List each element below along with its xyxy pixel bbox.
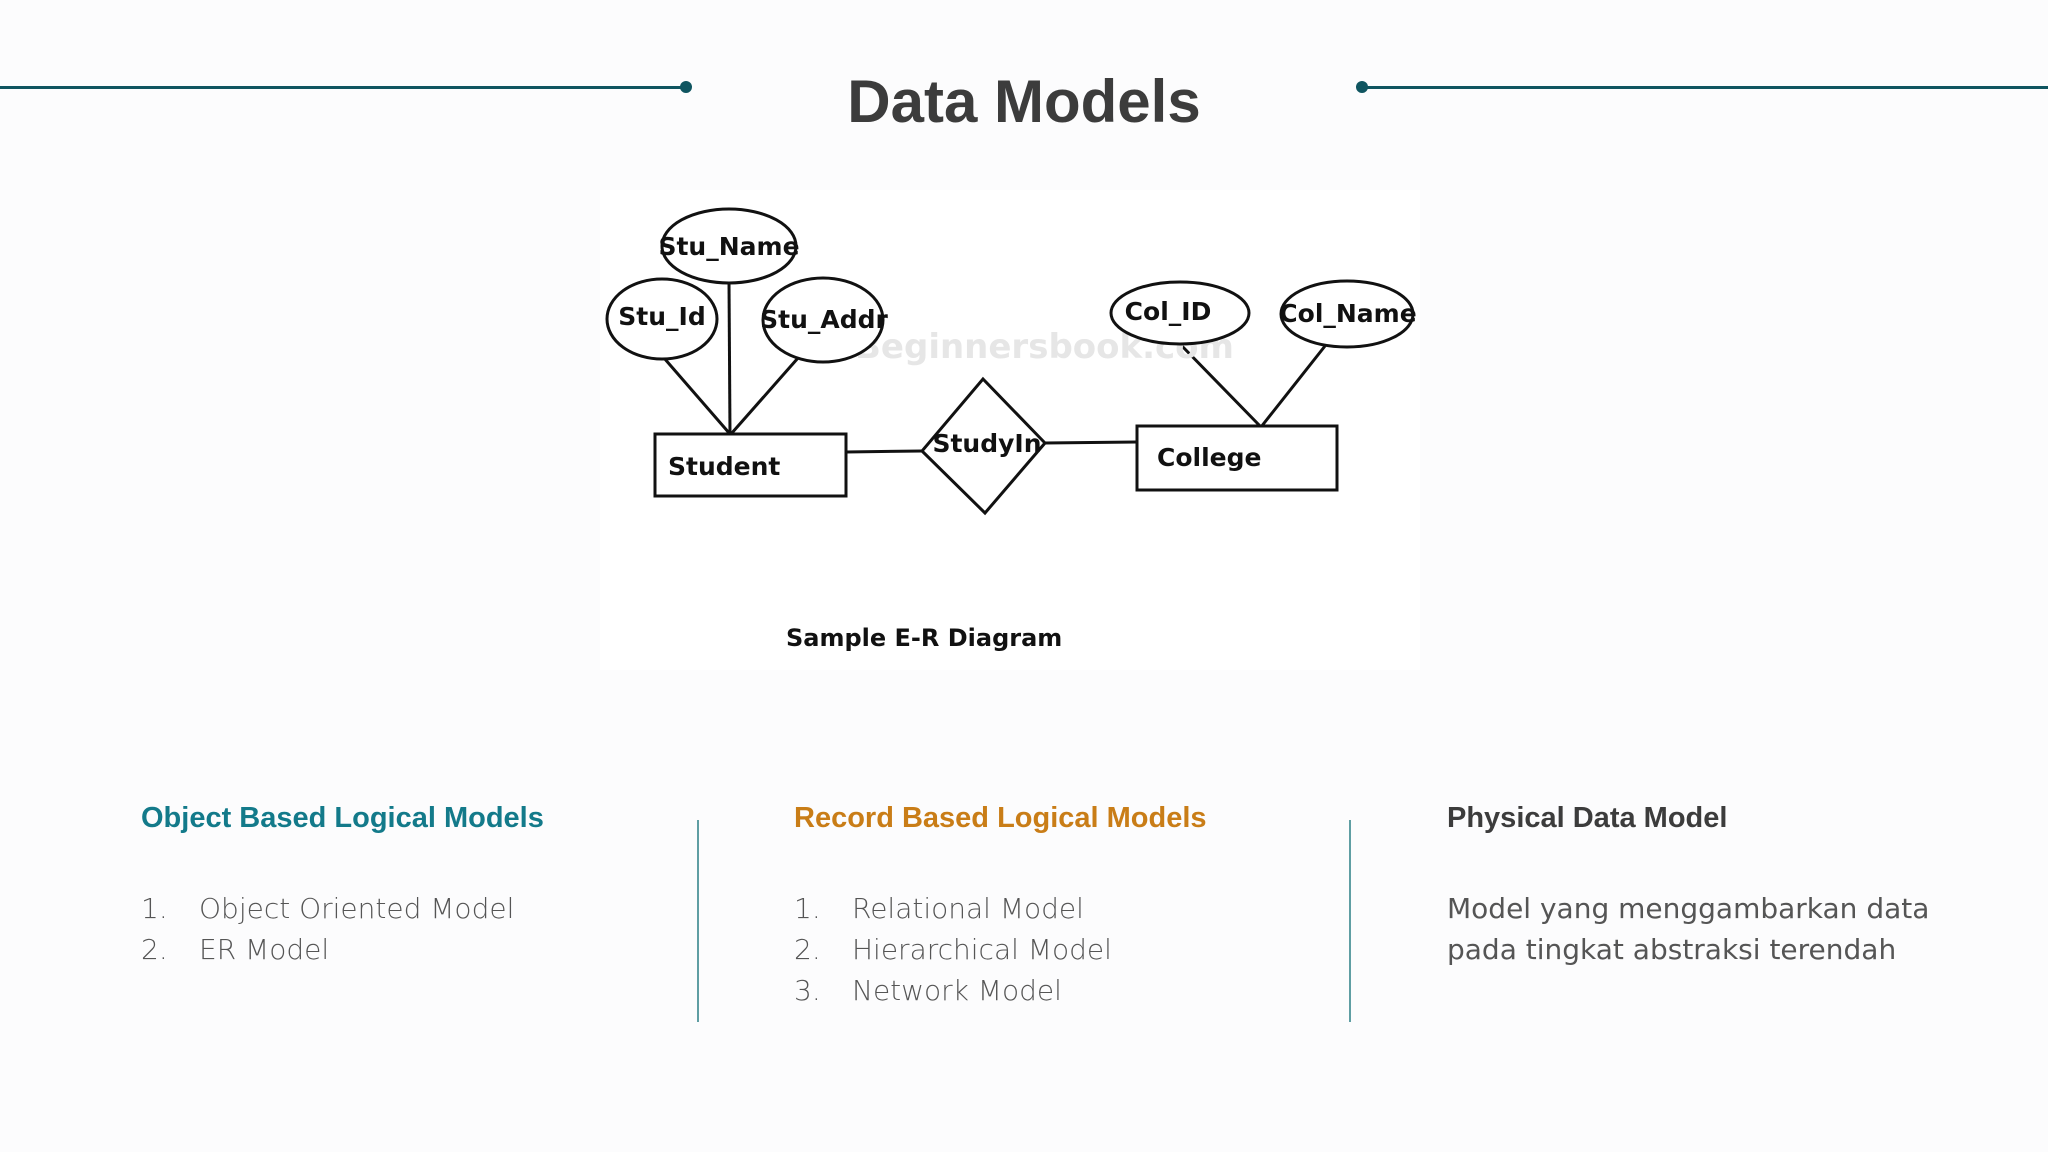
column-heading-object-based: Object Based Logical Models <box>141 802 544 834</box>
relationship-diamond <box>919 376 1048 516</box>
er-diagram: Beginnersbook.com Stu_Name Stu_Id Stu_Ad… <box>605 207 1417 652</box>
column-divider-2 <box>1349 820 1351 1022</box>
slide-title: Data Models <box>847 68 1201 136</box>
attribute-stu-addr: Stu_Addr <box>760 305 888 334</box>
column-heading-physical: Physical Data Model <box>1447 802 1728 834</box>
connector-stu-id <box>662 357 732 435</box>
column-physical: Physical Data Model Model yang menggamba… <box>1447 796 1967 966</box>
header-line-right <box>1362 86 2048 89</box>
column-description-physical: Model yang menggambarkan data pada tingk… <box>1447 892 1930 966</box>
list-item: 2. Hierarchical Model <box>794 929 1112 970</box>
connector-stu-addr <box>729 357 800 435</box>
connector-col-name <box>1259 345 1327 428</box>
connector-col-id <box>1178 342 1263 429</box>
connector-studyin-college <box>1044 440 1138 445</box>
list-number: 1. <box>141 892 168 925</box>
entity-student: Student <box>668 452 780 481</box>
list-text: Relational Model <box>852 892 1084 925</box>
entity-college: College <box>1157 443 1261 472</box>
connector-stu-name <box>727 281 732 435</box>
list-item: 3. Network Model <box>794 970 1112 1011</box>
attribute-ellipse-stu-addr <box>761 276 885 364</box>
header-dot-left <box>680 81 692 93</box>
header-dot-right <box>1356 81 1368 93</box>
list-text: ER Model <box>199 933 330 966</box>
list-number: 3. <box>794 974 821 1007</box>
list-number: 2. <box>794 933 821 966</box>
column-object-based: Object Based Logical Models 1. Object Ori… <box>141 796 661 966</box>
column-list-record-based: 1.Relational Model 2.Hierarchical Model … <box>794 888 1112 1011</box>
connector-student-studyin <box>845 449 923 454</box>
list-item: 1. Object Oriented Model <box>141 888 514 929</box>
attribute-col-name: Col_Name <box>1279 299 1416 328</box>
list-item: 2. ER Model <box>141 929 514 970</box>
column-heading-record-based: Record Based Logical Models <box>794 802 1207 834</box>
attribute-col-id: Col_ID <box>1125 297 1212 326</box>
list-number: 1. <box>794 892 821 925</box>
column-record-based: Record Based Logical Models 1. Relational… <box>794 796 1314 1007</box>
entity-box-college <box>1135 424 1339 492</box>
diagram-caption: Sample E-R Diagram <box>786 624 1062 652</box>
entity-box-student <box>653 432 848 498</box>
attribute-ellipse-stu-name <box>660 207 798 285</box>
relationship-studyin: StudyIn <box>932 429 1041 458</box>
attribute-ellipse-col-id <box>1109 280 1251 346</box>
er-diagram-image: Beginnersbook.com Stu_Name Stu_Id Stu_Ad… <box>600 190 1420 670</box>
list-number: 2. <box>141 933 168 966</box>
header-line-left <box>0 86 686 89</box>
attribute-ellipse-col-name <box>1279 279 1415 349</box>
attribute-stu-id: Stu_Id <box>618 302 705 331</box>
list-text: Object Oriented Model <box>199 892 515 925</box>
attribute-stu-name: Stu_Name <box>658 232 799 261</box>
list-text: Hierarchical Model <box>852 933 1112 966</box>
list-text: Network Model <box>852 974 1062 1007</box>
list-item: 1. Relational Model <box>794 888 1112 929</box>
column-list-object-based: 1. Object Oriented Model 2. ER Model <box>141 888 514 970</box>
attribute-ellipse-stu-id <box>605 277 719 361</box>
column-divider-1 <box>697 820 699 1022</box>
